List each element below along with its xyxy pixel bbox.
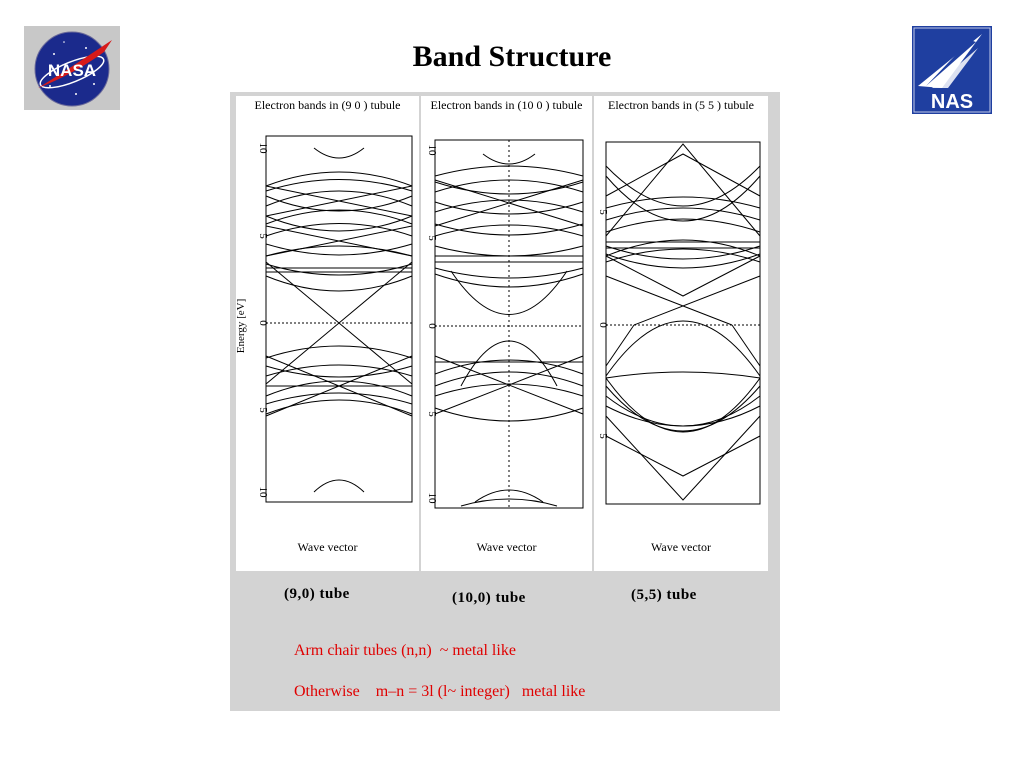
y-tick: 5 bbox=[426, 411, 438, 417]
band-plot-10-0: Electron bands in (10 0 ) tubule 10 5 0 bbox=[421, 96, 592, 571]
plot-frame bbox=[605, 141, 761, 505]
band-curves bbox=[434, 153, 584, 507]
y-tick: 5 bbox=[426, 235, 438, 241]
band-plot-9-0: Electron bands in (9 0 ) tubule 10 5 bbox=[236, 96, 419, 571]
plot-title: Electron bands in (10 0 ) tubule bbox=[430, 98, 583, 112]
plot-title: Electron bands in (9 0 ) tubule bbox=[254, 98, 401, 112]
caption-9-0: (9,0) tube bbox=[284, 586, 350, 602]
band-plot-5-5: Electron bands in (5 5 ) tubule 5 0 5 W bbox=[594, 96, 768, 571]
y-tick: 10 bbox=[257, 143, 269, 155]
band-curves bbox=[265, 147, 413, 493]
note-otherwise: Otherwise m–n = 3l (l~ integer) metal li… bbox=[294, 683, 586, 700]
y-tick: 10 bbox=[426, 145, 438, 157]
x-axis-label: Wave vector bbox=[651, 540, 711, 554]
nas-logo: NAS bbox=[912, 26, 992, 114]
y-tick-labels: 10 5 0 5 10 bbox=[426, 145, 438, 505]
note-armchair: Arm chair tubes (n,n) ~ metal like bbox=[294, 642, 516, 659]
nas-logo-text: NAS bbox=[931, 91, 973, 113]
y-tick: 5 bbox=[257, 407, 269, 413]
y-tick: 10 bbox=[426, 493, 438, 505]
y-tick-labels: 10 5 0 5 10 bbox=[257, 143, 269, 499]
y-tick: 0 bbox=[257, 320, 269, 326]
y-tick: 10 bbox=[257, 487, 269, 499]
y-tick: 5 bbox=[597, 433, 609, 439]
y-tick: 5 bbox=[257, 233, 269, 239]
y-axis-label: Energy [eV] bbox=[236, 299, 247, 353]
caption-10-0: (10,0) tube bbox=[452, 590, 526, 606]
nasa-logo-text: NASA bbox=[48, 61, 96, 80]
plot-frame bbox=[265, 135, 413, 503]
y-tick: 0 bbox=[597, 322, 609, 328]
y-tick-labels: 5 0 5 bbox=[597, 209, 609, 439]
x-axis-label: Wave vector bbox=[476, 540, 537, 554]
nasa-logo: NASA bbox=[24, 26, 120, 110]
plot-title: Electron bands in (5 5 ) tubule bbox=[608, 98, 754, 112]
y-tick: 5 bbox=[597, 209, 609, 215]
caption-5-5: (5,5) tube bbox=[631, 587, 697, 603]
y-tick: 0 bbox=[426, 323, 438, 329]
x-axis-label: Wave vector bbox=[297, 540, 358, 554]
band-curves bbox=[605, 143, 761, 501]
slide-title: Band Structure bbox=[412, 40, 612, 73]
